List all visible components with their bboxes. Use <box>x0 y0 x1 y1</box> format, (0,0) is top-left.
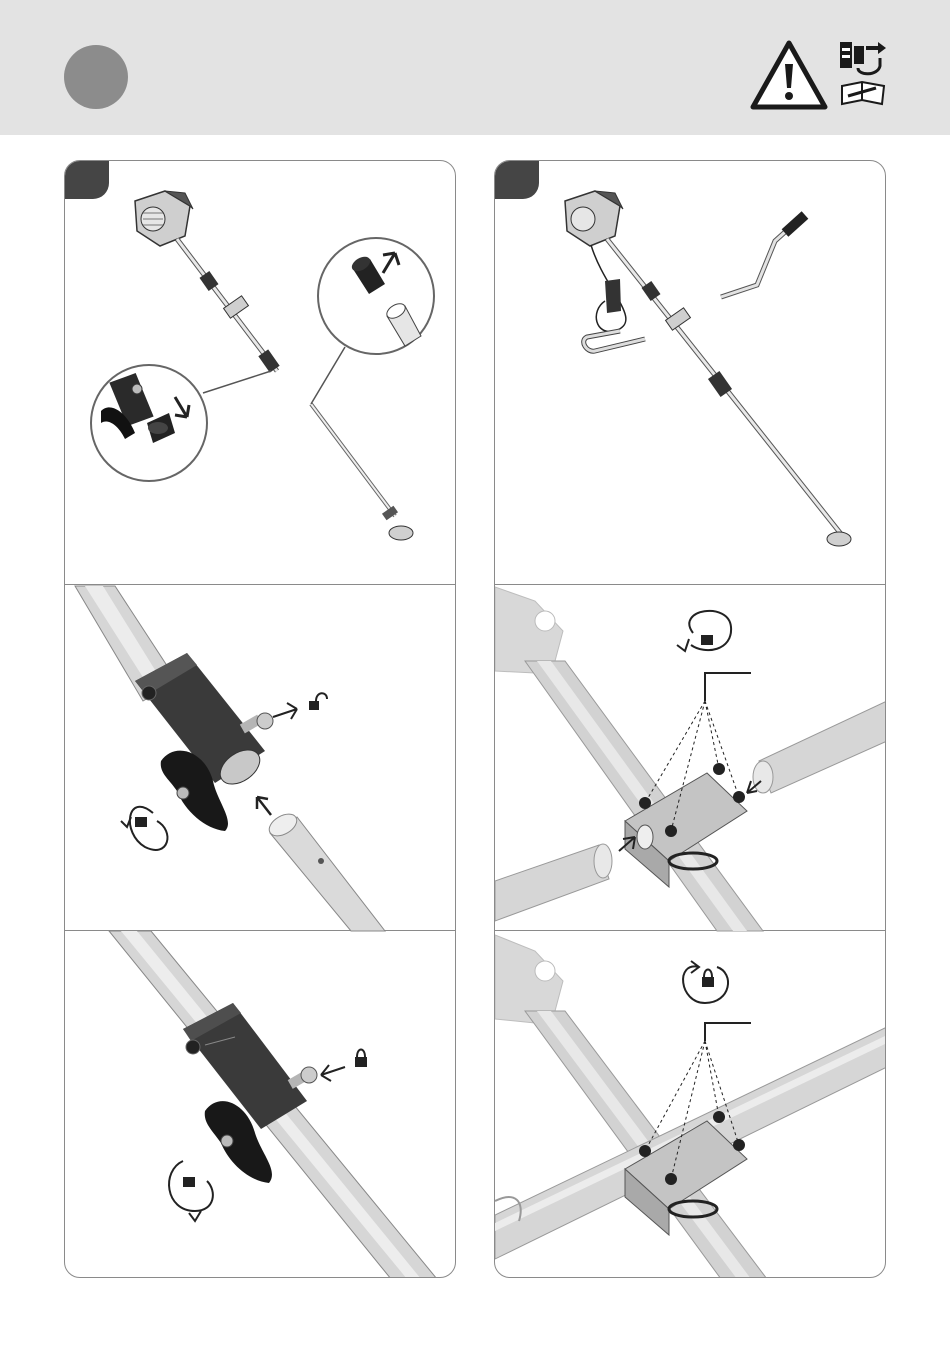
warning-triangle-icon <box>750 40 828 110</box>
illustration-right <box>495 161 886 1278</box>
tools-manual-icon <box>838 38 888 108</box>
header-bar <box>0 0 950 135</box>
handle-clamp-unlock-illustration <box>495 587 886 931</box>
trimmer-handle-overview-illustration <box>565 191 851 546</box>
clamp-unlock-illustration <box>75 586 385 931</box>
trimmer-overview-illustration <box>91 191 434 540</box>
handle-clamp-lock-illustration <box>495 935 886 1278</box>
step-badge <box>64 45 128 109</box>
panel-right <box>494 160 886 1278</box>
clamp-lock-illustration <box>109 931 437 1278</box>
panel-left <box>64 160 456 1278</box>
illustration-left <box>65 161 456 1278</box>
